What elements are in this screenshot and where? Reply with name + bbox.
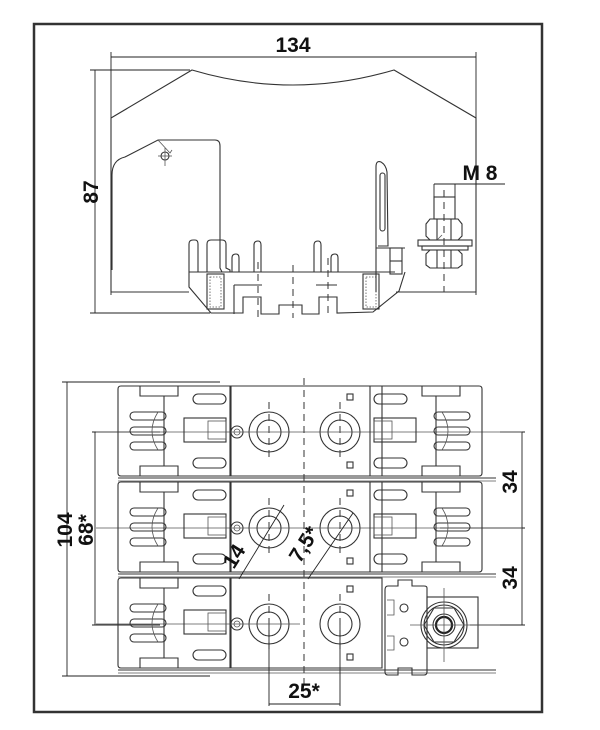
mounting-height-label: 68*: [75, 513, 98, 545]
vent-slot: [433, 426, 471, 436]
side-view: 134 87: [80, 34, 505, 318]
thread-dimension: M 8: [433, 162, 505, 197]
pitch-lower-label: 34: [499, 566, 522, 590]
fuse-carrier: [369, 481, 483, 573]
pole-body: [230, 577, 383, 669]
vent-slot: [129, 618, 167, 628]
contact-clip: [373, 513, 417, 539]
vent-slot: [129, 411, 167, 421]
overall-height-label: 104: [54, 512, 77, 547]
marker: [346, 489, 354, 497]
fuse-carrier: [369, 385, 483, 477]
lug: [373, 393, 408, 405]
vent-slot: [433, 507, 471, 517]
thread-label: M 8: [462, 162, 497, 185]
vent-slot: [129, 426, 167, 436]
hole-spacing-label: 25*: [288, 680, 320, 703]
lug: [373, 457, 408, 469]
vent-slot: [433, 411, 471, 421]
lug: [192, 457, 227, 469]
handle-bracket: [111, 139, 223, 273]
width-label: 134: [275, 34, 310, 57]
fuse-carrier: [117, 385, 231, 477]
contact-clip: [183, 609, 227, 635]
diameter-small-label: 7,5*: [285, 522, 325, 567]
contact-clip: [373, 417, 417, 443]
dimension-overall-height: 104: [54, 381, 220, 677]
pitch-upper-label: 34: [499, 470, 522, 494]
contact-clip: [183, 417, 227, 443]
fuse-carrier: [117, 481, 231, 573]
lug: [192, 489, 227, 501]
vent-slot: [129, 522, 167, 532]
vent-slot: [129, 441, 167, 451]
vent-slot: [433, 522, 471, 532]
top-view: 104 68* 34 34 14 7,5*: [54, 378, 525, 706]
height-label: 87: [80, 180, 103, 203]
vent-slot: [129, 537, 167, 547]
base-body: [188, 271, 406, 315]
vent-slot: [433, 441, 471, 451]
vent-slot: [433, 537, 471, 547]
dimension-hole-spacing: 25*: [268, 625, 341, 706]
dimension-width: 134: [110, 34, 477, 295]
vent-slot: [129, 633, 167, 643]
vent-slot: [129, 507, 167, 517]
fuse-carrier: [117, 577, 231, 669]
contact-blade: [375, 161, 389, 292]
marker: [346, 557, 354, 565]
cover-outline: [110, 69, 477, 293]
lug: [192, 649, 227, 661]
stud-nut-icon: [417, 190, 473, 292]
terminal-stud-icon: [384, 579, 500, 676]
pole-body: [230, 385, 383, 477]
dimension-diameters: 14 7,5*: [219, 504, 354, 580]
lug: [192, 393, 227, 405]
pole-rows: [96, 385, 522, 674]
marker: [346, 585, 354, 593]
lug: [192, 585, 227, 597]
lug: [192, 553, 227, 565]
marker: [346, 653, 354, 661]
lug: [373, 489, 408, 501]
marker: [346, 393, 354, 401]
marker: [346, 461, 354, 469]
vent-slot: [129, 603, 167, 613]
lug: [373, 553, 408, 565]
drawing-frame: [32, 22, 544, 714]
dimension-height: 87: [80, 69, 210, 314]
contact-clip: [183, 513, 227, 539]
